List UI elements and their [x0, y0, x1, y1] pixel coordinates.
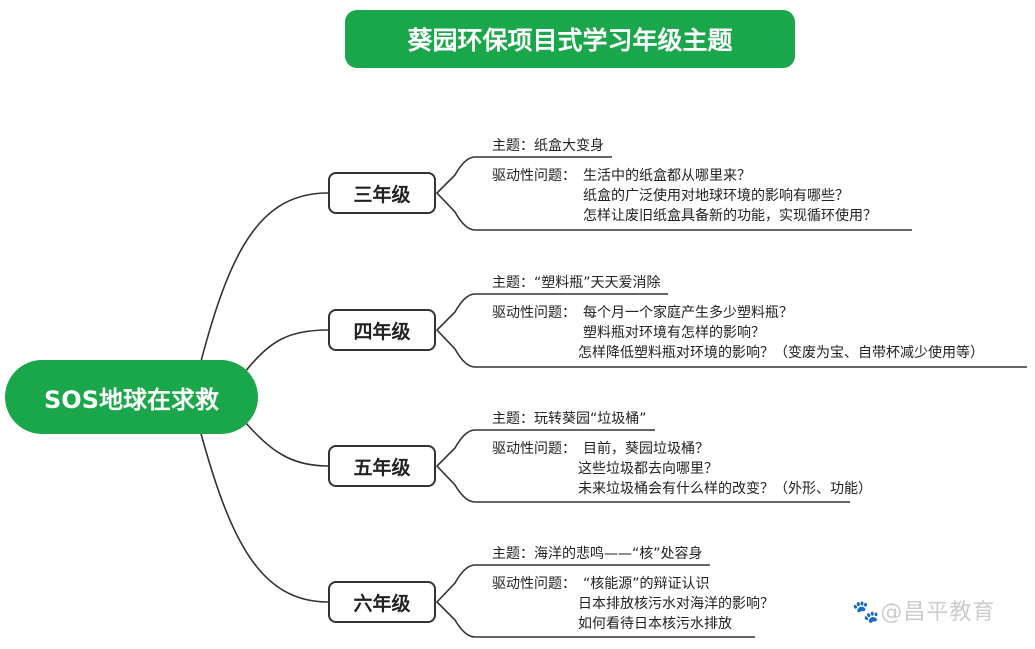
- grade-node-3: 三年级: [328, 172, 436, 214]
- page-title: 葵园环保项目式学习年级主题: [345, 10, 795, 68]
- topic-grade4: 主题：“塑料瓶”天天爱消除: [492, 275, 661, 291]
- question: 每个月一个家庭产生多少塑料瓶？: [583, 305, 793, 321]
- grade-node-4: 四年级: [328, 309, 436, 351]
- question: 日本排放核污水对海洋的影响？: [578, 596, 774, 612]
- question: 如何看待日本核污水排放: [578, 616, 732, 632]
- question: 这些垃圾都去向哪里？: [578, 461, 718, 477]
- topic-grade6: 主题：海洋的悲鸣——“核”处容身: [492, 546, 703, 562]
- question: 怎样降低塑料瓶对环境的影响？（变废为宝、自带杯减少使用等）: [578, 345, 984, 361]
- question: “核能源”的辩证认识: [583, 576, 710, 592]
- paw-icon: 🐾: [852, 600, 881, 625]
- root-node: SOS地球在求救: [5, 360, 258, 434]
- link-root-grade6: [199, 429, 329, 603]
- grade-node-6: 六年级: [328, 581, 436, 623]
- question: 塑料瓶对环境有怎样的影响？: [583, 325, 765, 341]
- question: 目前，葵园垃圾桶？: [583, 441, 709, 457]
- bracket-grade5: [435, 429, 850, 503]
- question-label: 驱动性问题：: [492, 305, 576, 321]
- question-label: 驱动性问题：: [492, 168, 576, 184]
- question: 纸盒的广泛使用对地球环境的影响有哪些？: [583, 188, 849, 204]
- topic-grade3: 主题：纸盒大变身: [492, 138, 604, 154]
- watermark-text: @昌平教育: [880, 600, 996, 625]
- bracket-grade3: [435, 156, 912, 231]
- bracket-grade4: [435, 293, 1027, 368]
- question: 未来垃圾桶会有什么样的改变？（外形、功能）: [578, 481, 872, 497]
- question-label: 驱动性问题：: [492, 441, 576, 457]
- link-root-grade4: [244, 329, 329, 373]
- bracket-grade6: [435, 564, 755, 638]
- question: 生活中的纸盒都从哪里来？: [583, 168, 751, 184]
- link-root-grade5: [244, 421, 329, 467]
- question-label: 驱动性问题：: [492, 576, 576, 592]
- grade-node-5: 五年级: [328, 445, 436, 487]
- link-root-grade3: [199, 192, 329, 366]
- topic-grade5: 主题：玩转葵园“垃圾桶”: [492, 411, 647, 427]
- watermark: 🐾@昌平教育: [852, 594, 995, 626]
- question: 怎样让废旧纸盒具备新的功能，实现循环使用？: [583, 208, 877, 224]
